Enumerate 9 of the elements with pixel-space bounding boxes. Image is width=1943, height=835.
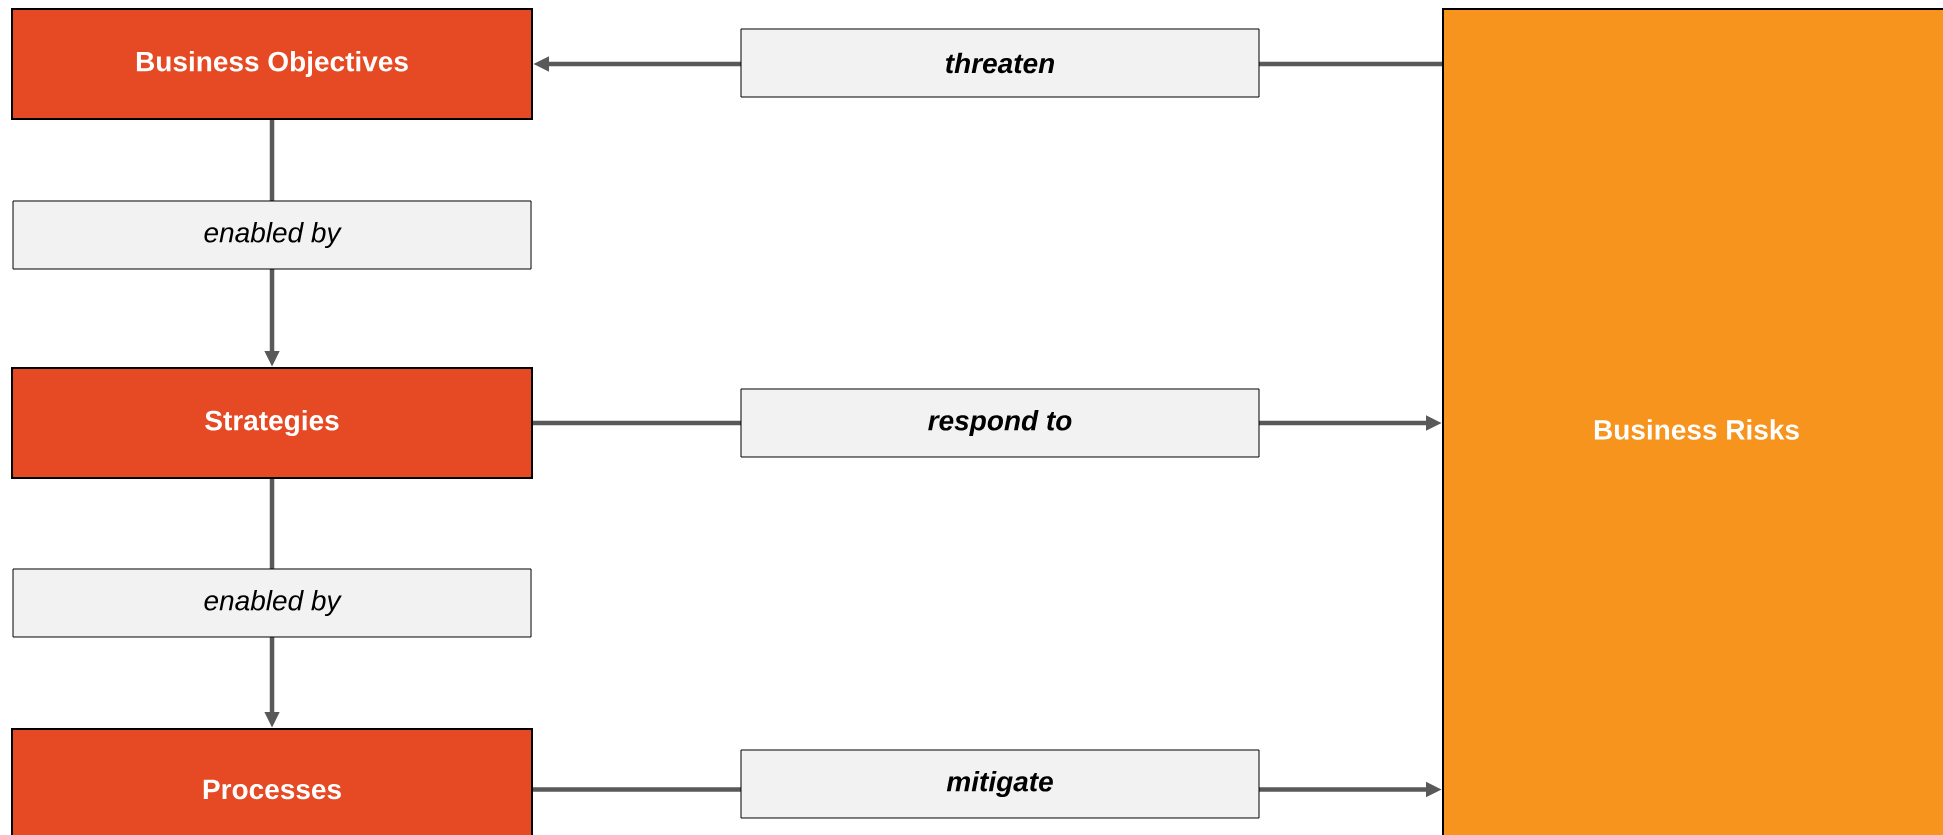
edge-label: respond to (740, 388, 1260, 458)
edge-label: mitigate (740, 749, 1260, 819)
process-box: Business Risks (1442, 8, 1943, 835)
process-box: Strategies (11, 367, 533, 479)
edge-label: enabled by (12, 568, 532, 638)
process-box: Processes (11, 728, 533, 835)
process-box: Business Objectives (11, 8, 533, 120)
edge-label: enabled by (12, 200, 532, 270)
edge-label: threaten (740, 28, 1260, 98)
